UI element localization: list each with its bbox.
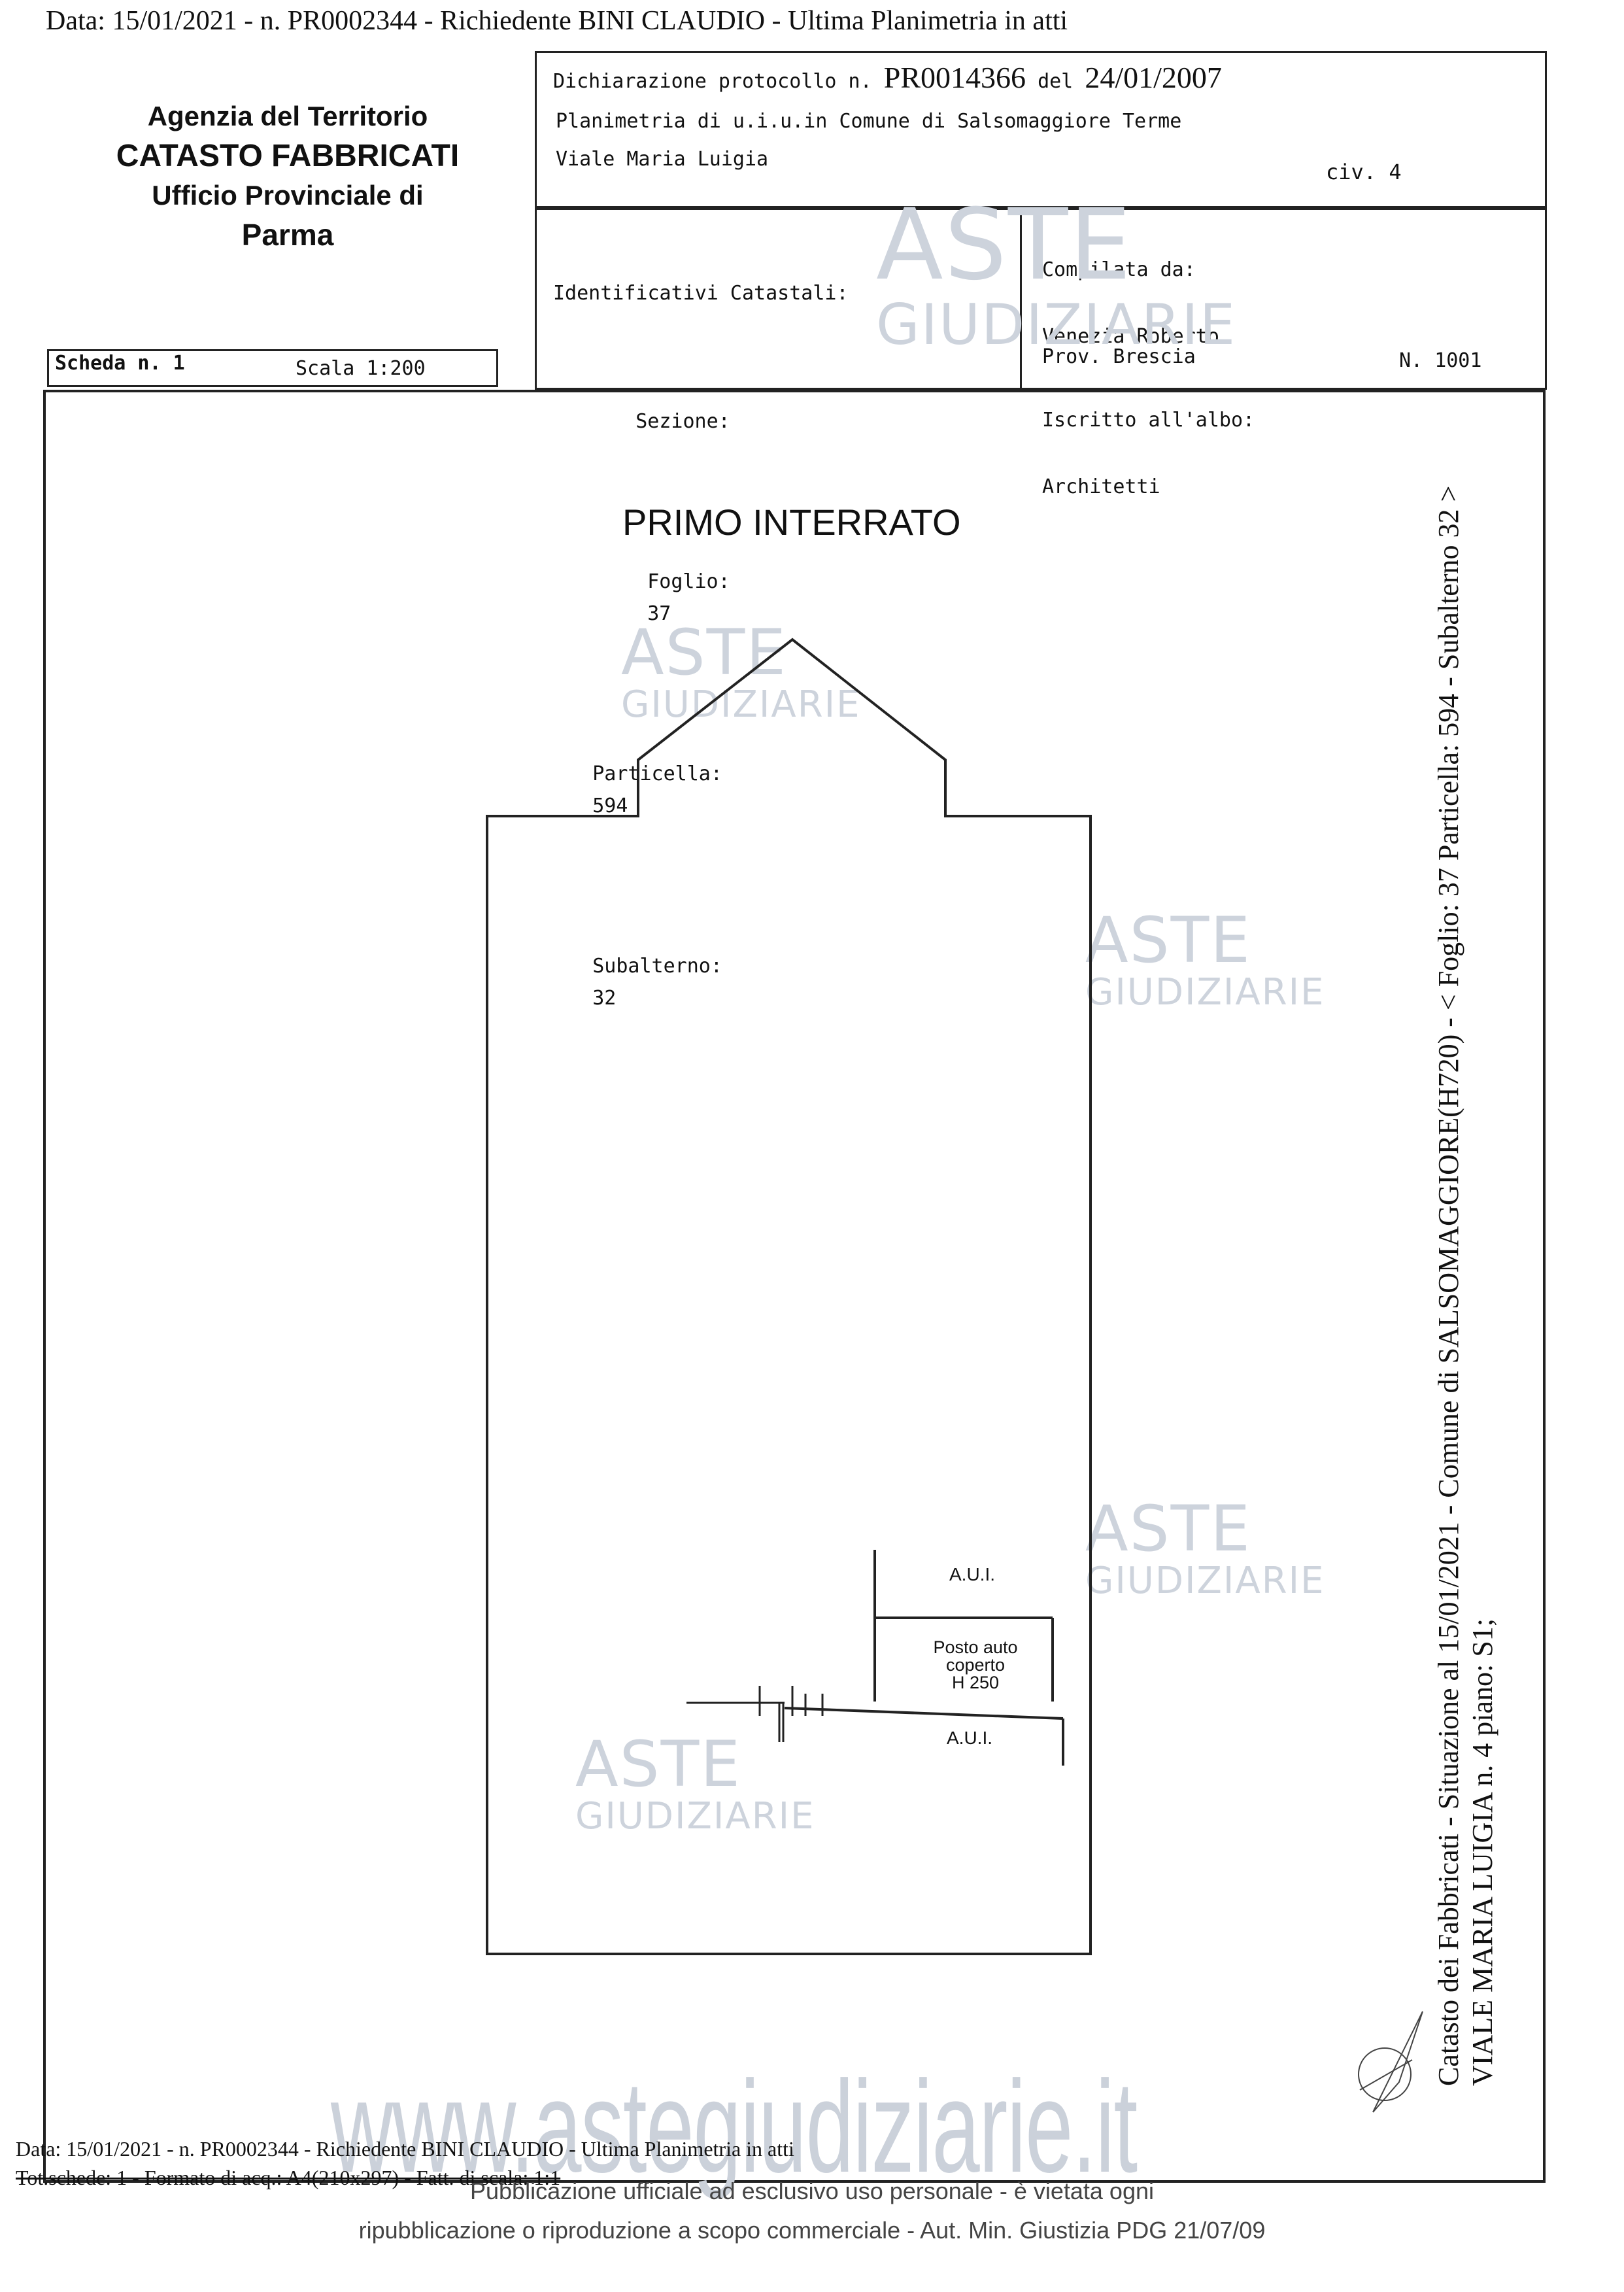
parking-line-1: Posto auto: [933, 1637, 1018, 1657]
foglio-label: Foglio:: [647, 570, 730, 593]
province: Prov. Brescia: [1042, 345, 1196, 368]
declaration-label: Dichiarazione protocollo n.: [553, 70, 872, 93]
compiler-block: Compilata da: Venezia Roberto Iscritto a…: [1042, 214, 1255, 521]
particella-value: 594: [592, 795, 628, 817]
side-text-line-1: Catasto dei Fabbricati - Situazione al 1…: [1432, 485, 1464, 2086]
subalterno-value: 32: [592, 987, 617, 1010]
watermark-header: ASTE GIUDIZIARIE: [876, 188, 1237, 358]
date-label: del: [1038, 70, 1074, 93]
albo-number-value: 1001: [1434, 349, 1482, 372]
particella-label: Particella:: [592, 762, 722, 785]
planimetria-line: Planimetria di u.i.u.in Comune di Salsom…: [556, 110, 1182, 133]
albo-number-label: N.: [1399, 349, 1423, 372]
declaration-line: Dichiarazione protocollo n. PR0014366 de…: [553, 60, 1222, 95]
footer-line-1: Data: 15/01/2021 - n. PR0002344 - Richie…: [16, 2137, 794, 2161]
footer-notice-1: Pubblicazione ufficiale ad esclusivo uso…: [470, 2178, 1154, 2204]
parking-label: Posto auto coperto H 250: [897, 1639, 1054, 1692]
subalterno-label: Subalterno:: [592, 955, 722, 978]
scale-label: Scala 1:200: [296, 357, 426, 380]
drawing-frame: [43, 390, 1546, 2183]
foglio-value: 37: [647, 602, 671, 625]
plan-title: PRIMO INTERRATO: [622, 502, 961, 543]
side-text-line-2: VIALE MARIA LUIGIA n. 4 piano: S1;: [1466, 1618, 1498, 2086]
identifiers-box: [535, 208, 1547, 390]
civic-number: civ. 4: [1326, 160, 1402, 184]
sezione-label: Sezione:: [635, 410, 730, 433]
page-header: Data: 15/01/2021 - n. PR0002344 - Richie…: [46, 6, 1068, 36]
protocol-date: 24/01/2007: [1085, 61, 1222, 94]
footer-line-2: Tot.schede: 1 - Formato di acq.: A4(210x…: [16, 2166, 561, 2189]
north-arrow: [1358, 2011, 1423, 2113]
albo-label: Iscritto all'albo:: [1042, 409, 1255, 432]
albo-number: N. 1001: [1399, 349, 1481, 372]
footer-notice-2: ripubblicazione o riproduzione a scopo c…: [358, 2217, 1266, 2244]
catasto-title: CATASTO FABBRICATI: [116, 138, 460, 173]
sezione-row: Sezione:: [553, 373, 849, 470]
subalterno-row: Subalterno: 32: [545, 918, 849, 1046]
identifiers-title: Identificativi Catastali:: [553, 282, 849, 305]
aui-label-top: A.U.I.: [949, 1564, 996, 1584]
foglio-row: Foglio: 37: [553, 534, 849, 662]
agency-name: Agenzia del Territorio: [147, 101, 428, 131]
compiler-name: Venezia Roberto: [1042, 325, 1219, 348]
particella-row: Particella: 594: [545, 726, 849, 854]
compiled-label: Compilata da:: [1042, 258, 1196, 281]
watermark-url: www.astegiudiziarie.it: [331, 2054, 1138, 2200]
ufficio-label: Ufficio Provinciale di: [152, 180, 424, 211]
scheda-box: [47, 349, 498, 387]
identifiers-block: Identificativi Catastali: Sezione: Fogli…: [553, 213, 849, 1078]
box-divider: [1020, 208, 1022, 390]
parking-line-3: H 250: [951, 1673, 1000, 1692]
declaration-box: [535, 51, 1547, 208]
parking-line-2: coperto: [945, 1655, 1006, 1675]
building-outline: [486, 638, 1092, 1955]
scheda-number: Scheda n. 1: [55, 352, 185, 375]
agency-block: Agenzia del Territorio CATASTO FABBRICAT…: [105, 98, 471, 255]
ufficio-city: Parma: [241, 218, 334, 252]
protocol-number: PR0014366: [883, 61, 1026, 94]
albo-value: Architetti: [1042, 475, 1160, 498]
street-line: Viale Maria Luigia: [556, 148, 769, 171]
aui-label-bottom: A.U.I.: [947, 1728, 993, 1748]
